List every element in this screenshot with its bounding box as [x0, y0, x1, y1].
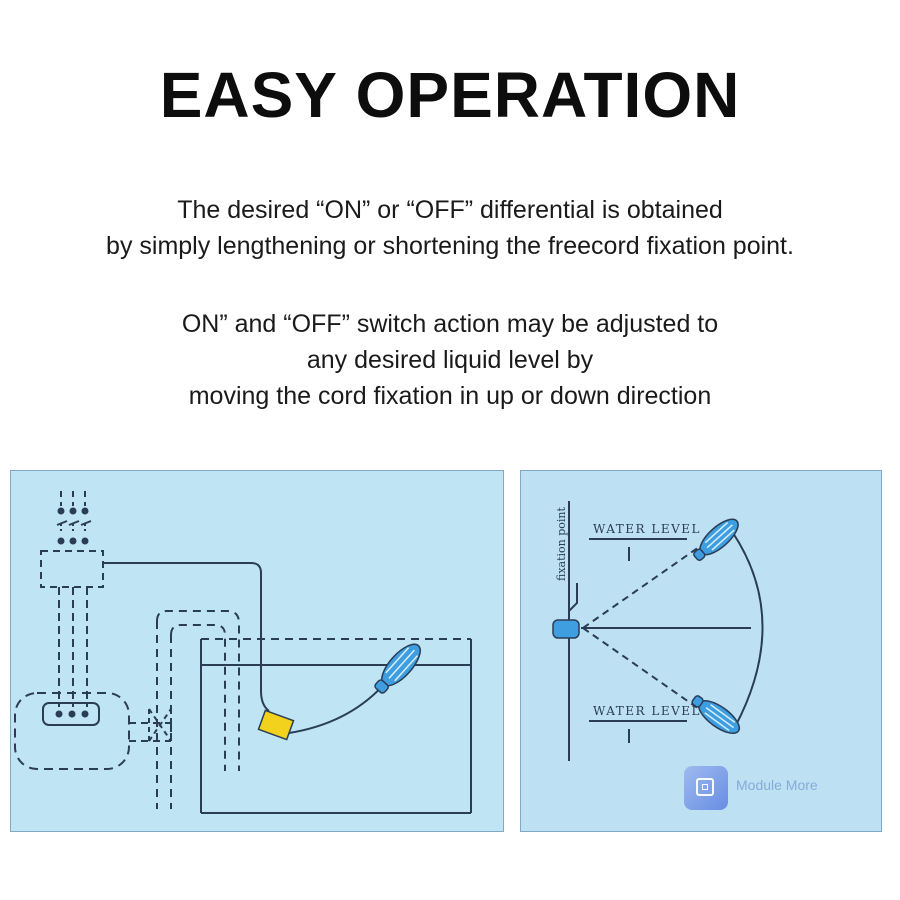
fixation-point-label: fixation point [555, 506, 568, 581]
description-line: The desired “ON” or “OFF” differential i… [177, 196, 723, 224]
watermark-badge: Module More [684, 766, 834, 810]
description-paragraph-2: ON” and “OFF” switch action may be adjus… [0, 306, 900, 414]
water-level-bottom-label: WATER LEVEL [593, 704, 701, 718]
fixation-clamp-icon [552, 619, 580, 639]
description-paragraph-1: The desired “ON” or “OFF” differential i… [0, 192, 900, 264]
description-line: moving the cord fixation in up or down d… [188, 382, 712, 410]
description-line: any desired liquid level by [306, 346, 594, 374]
installation-diagram-svg [14, 491, 472, 814]
watermark-text: Module More [736, 777, 818, 793]
page-title: EASY OPERATION [159, 59, 741, 131]
float-switch-icon [374, 643, 421, 694]
water-level-top-label: WATER LEVEL [593, 522, 701, 536]
description-line: ON” and “OFF” switch action may be adjus… [181, 310, 719, 338]
installation-diagram [10, 470, 504, 832]
counterweight-icon [257, 709, 295, 741]
chip-icon [684, 766, 728, 810]
float-switch-down-icon [691, 695, 741, 735]
water-level-diagram-svg: fixation point WATER LEVEL WATER LEVEL [552, 501, 764, 761]
float-switch-up-icon [693, 518, 739, 561]
description-line: by simply lengthening or shortening the … [106, 232, 794, 260]
